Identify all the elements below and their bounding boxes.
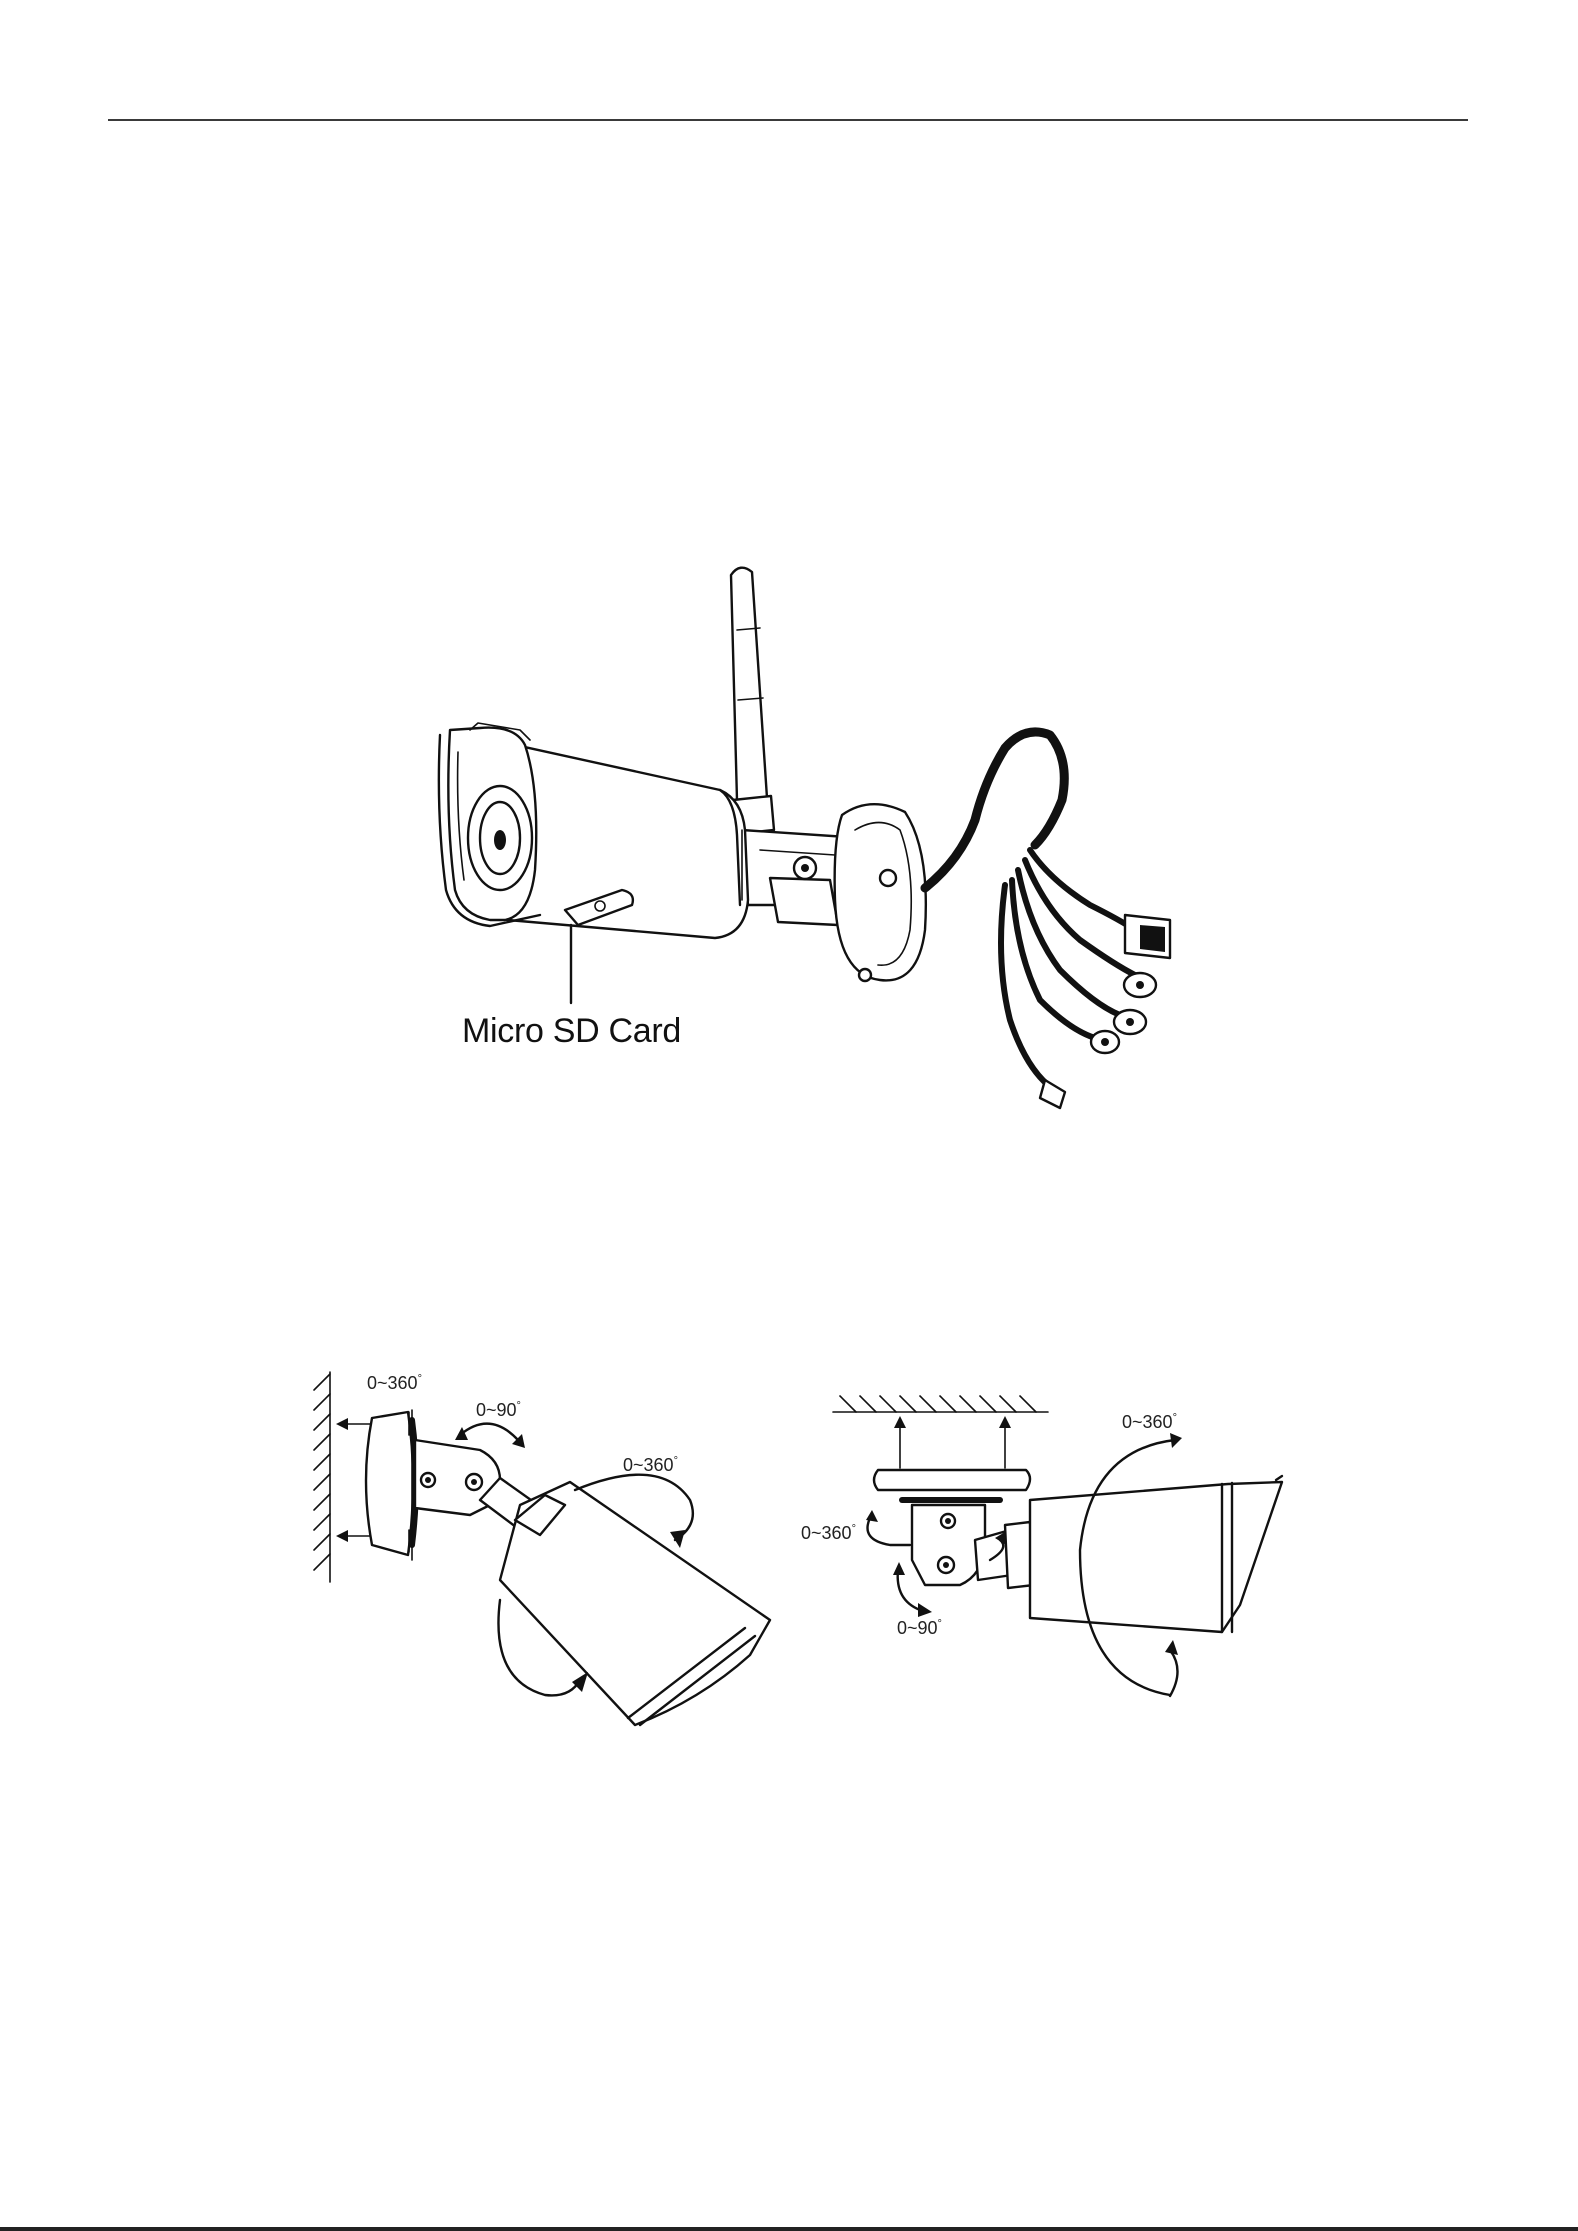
base-rotation-arc: [868, 1518, 911, 1545]
degree-symbol: °: [1173, 1412, 1177, 1424]
ceiling-hatching: [833, 1396, 1048, 1412]
degree-symbol: °: [852, 1523, 856, 1535]
ceiling-plate: [874, 1470, 1030, 1490]
ceiling-tilt-label: 0~90°: [897, 1618, 942, 1639]
ceiling-arrows: [894, 1416, 1011, 1468]
ceiling-base-rotation-label: 0~360°: [801, 1523, 856, 1544]
ceiling-tilt-text: 0~90: [897, 1618, 938, 1638]
footer-rule: [0, 2227, 1578, 2231]
ceiling-body-rotation-text: 0~360: [1122, 1412, 1173, 1432]
ceiling-camera-body: [1030, 1482, 1282, 1632]
ceiling-body-rotation-label: 0~360°: [1122, 1412, 1177, 1433]
degree-symbol: °: [938, 1618, 942, 1630]
ceiling-base-rotation-text: 0~360: [801, 1523, 852, 1543]
tilt-arc: [898, 1570, 920, 1610]
